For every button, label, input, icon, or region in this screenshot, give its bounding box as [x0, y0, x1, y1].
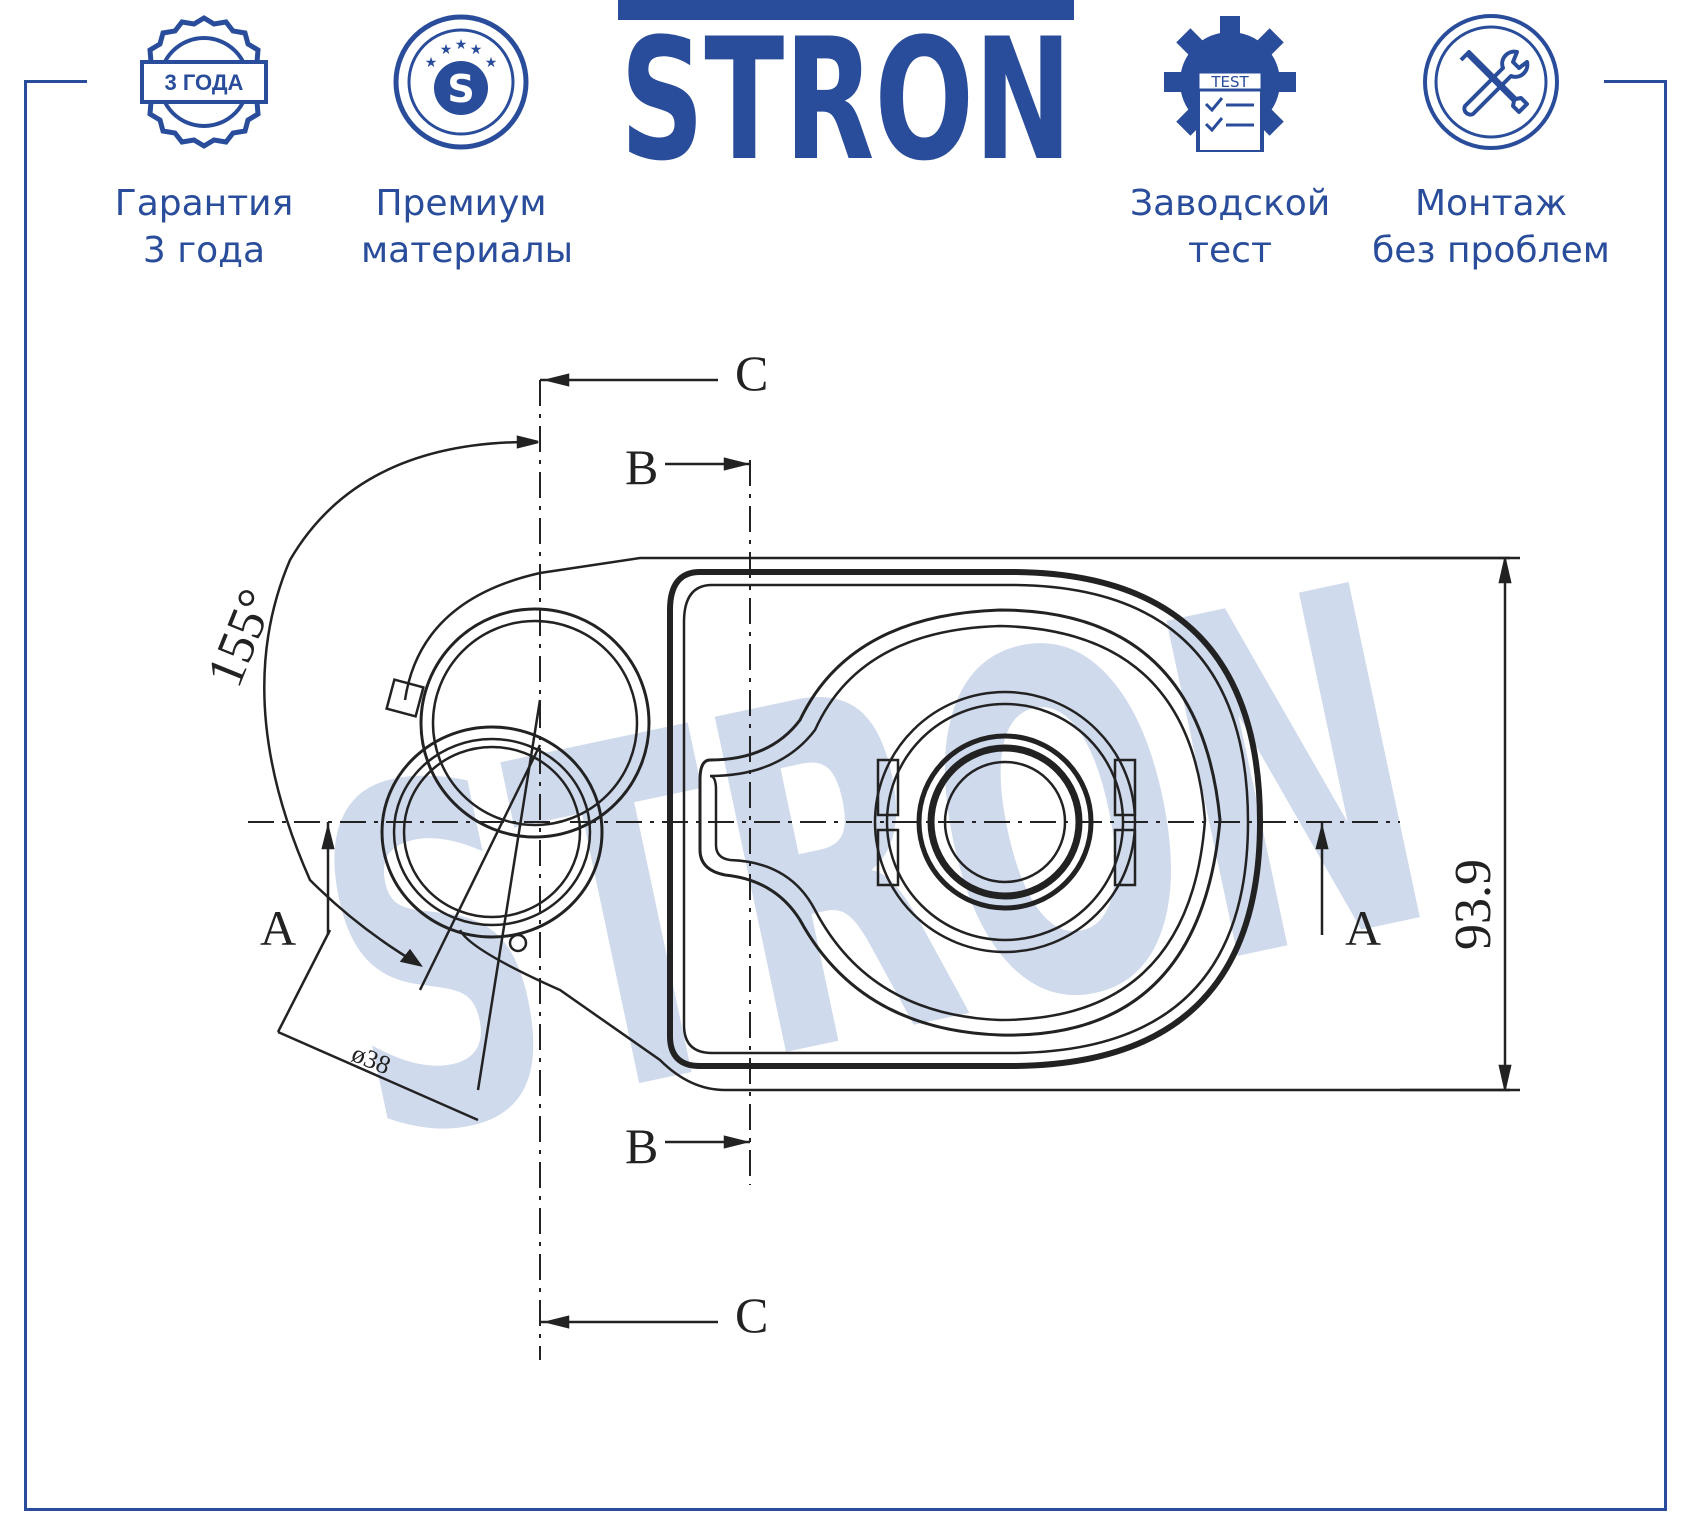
frame-right [1664, 80, 1667, 1511]
angle-label: 155° [196, 582, 286, 695]
part-outline [380, 556, 1510, 1092]
stron-watermark: STRON [279, 485, 1469, 1249]
svg-text:★: ★ [425, 55, 438, 71]
section-label-c-top: C [735, 345, 768, 401]
logo-text: STRON [620, 2, 1072, 163]
stron-logo: STRON [618, 0, 1074, 163]
badge-easy-install-caption: Монтаж без проблем [1371, 180, 1611, 274]
badge-warranty-caption: Гарантия 3 года [104, 180, 304, 274]
badge-premium-line1: Премиум [375, 183, 547, 224]
frame-top-right [1604, 80, 1667, 83]
test-seal-text: TEST [1210, 73, 1249, 91]
warranty-seal-text: 3 ГОДА [165, 70, 244, 95]
svg-text:★: ★ [485, 55, 498, 71]
badge-factory-test-line1: Заводской [1130, 183, 1331, 224]
frame-left [24, 80, 27, 1511]
badge-premium-line2: материалы [361, 230, 574, 271]
frame-bottom [24, 1508, 1667, 1511]
badge-warranty-line1: Гарантия [114, 183, 294, 224]
section-label-b-bottom: B [625, 1118, 658, 1174]
premium-seal-text: S [447, 67, 474, 111]
svg-text:★: ★ [440, 42, 453, 58]
section-label-c-bottom: C [735, 1287, 768, 1343]
badge-premium-caption: Премиум материалы [361, 180, 574, 274]
badge-easy-install: Монтаж без проблем [1371, 12, 1611, 274]
center-lines [248, 380, 1400, 1360]
badge-warranty-line2: 3 года [142, 230, 266, 271]
badge-warranty: 3 ГОДА Гарантия 3 года [104, 12, 304, 274]
badge-premium: S ★★★★★ Премиум материалы [361, 12, 574, 274]
badge-easy-install-line2: без проблем [1372, 230, 1610, 271]
badge-factory-test-caption: Заводской тест [1130, 180, 1330, 274]
section-label-a-right: A [1345, 900, 1381, 956]
svg-text:★: ★ [455, 37, 468, 53]
warranty-seal-icon: 3 ГОДА [140, 15, 268, 149]
wrench-screwdriver-icon [1423, 14, 1559, 150]
section-label-a-left: A [260, 900, 296, 956]
height-label: 93.9 [1445, 859, 1502, 950]
section-markers [263, 373, 1520, 1329]
section-label-b-top: B [625, 439, 658, 495]
badge-factory-test: TEST Заводской тест [1130, 12, 1330, 274]
gear-test-icon: TEST [1164, 16, 1296, 152]
svg-text:★: ★ [470, 42, 483, 58]
badge-easy-install-line1: Монтаж [1414, 183, 1568, 224]
badge-factory-test-line2: тест [1188, 230, 1272, 271]
premium-s-icon: S ★★★★★ [393, 14, 529, 150]
frame-top-left [24, 80, 87, 83]
